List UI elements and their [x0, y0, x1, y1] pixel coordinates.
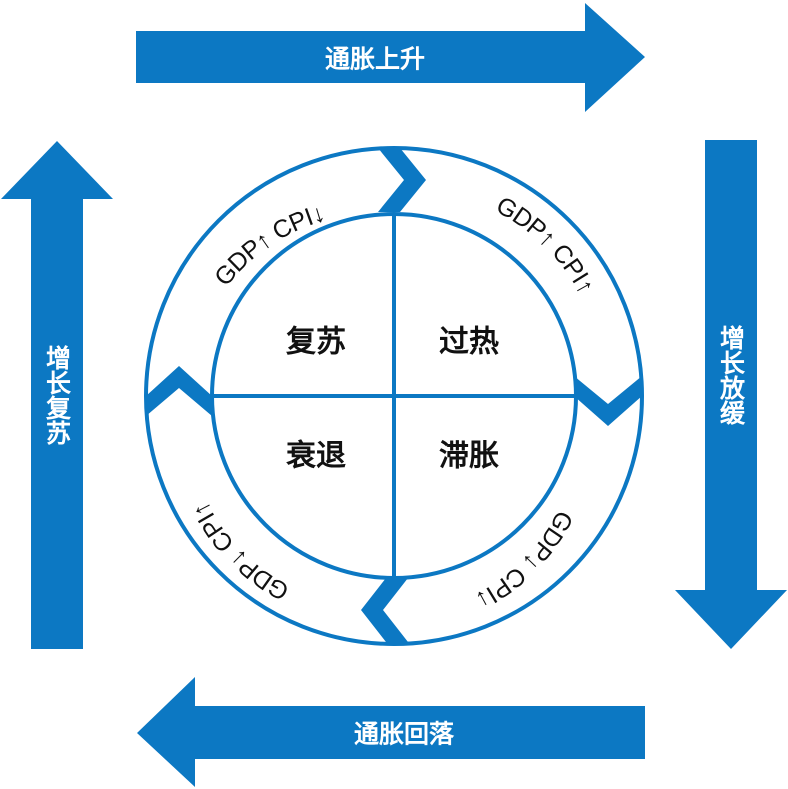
- arrow-right: 增长放缓: [675, 140, 787, 649]
- arrow-top: 通胀上升: [136, 3, 645, 112]
- quadrant-stagflation: 滞胀: [439, 439, 499, 474]
- ring-chevron-bottom: [361, 578, 408, 642]
- arrow-bottom-label: 通胀回落: [354, 720, 455, 749]
- ring-chevron-right: [574, 376, 642, 426]
- quadrant-overheat: 过热: [439, 325, 499, 360]
- arrow-right-label: 增长放缓: [717, 324, 747, 426]
- ring-chevron-left: [146, 366, 212, 416]
- arrow-left-shape: [1, 141, 113, 649]
- arrow-top-shape: [136, 3, 645, 112]
- quadrant-recovery: 复苏: [286, 325, 346, 360]
- arrow-left-label: 增长复苏: [43, 344, 72, 445]
- arrow-bottom: 通胀回落: [137, 677, 645, 787]
- quadrant-recession: 衰退: [286, 439, 346, 474]
- arrow-top-label: 通胀上升: [325, 45, 425, 74]
- arrow-left: 增长复苏: [1, 141, 113, 649]
- ring-chevron-top: [378, 148, 426, 212]
- arrow-bottom-shape: [137, 677, 645, 787]
- arrow-right-shape: [675, 140, 787, 649]
